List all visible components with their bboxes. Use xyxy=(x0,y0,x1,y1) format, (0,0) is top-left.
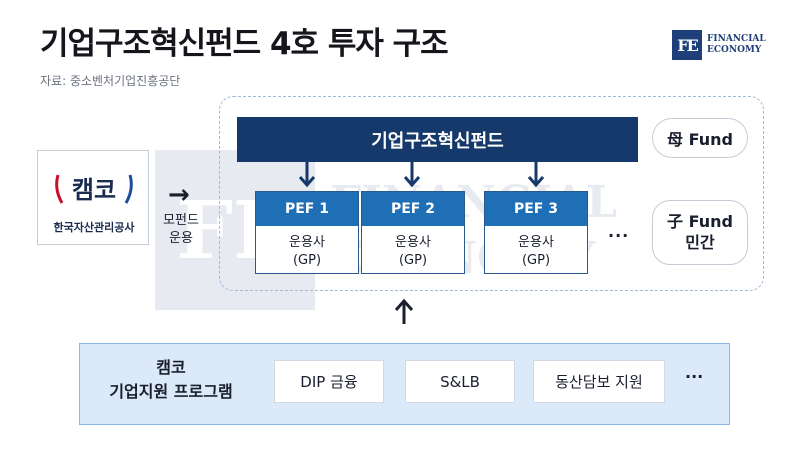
brand-text: FINANCIAL ECONOMY xyxy=(707,34,766,56)
program-item-collateral: 동산담보 지원 xyxy=(533,360,665,403)
down-arrow-icon xyxy=(527,162,545,188)
pef-card: PEF 1 운용사 (GP) xyxy=(255,191,359,274)
up-arrow-icon xyxy=(394,298,414,324)
main-fund-bar: 기업구조혁신펀드 xyxy=(237,117,638,162)
page-title: 기업구조혁신펀드 4호 투자 구조 xyxy=(40,26,449,62)
pef-card: PEF 2 운용사 (GP) xyxy=(361,191,465,274)
down-arrow-icon xyxy=(403,162,421,188)
brand-line1: FINANCIAL xyxy=(707,34,766,44)
brand-mark: FE xyxy=(672,30,702,60)
brand-logo: FE FINANCIAL ECONOMY xyxy=(672,30,766,60)
mother-fund-badge: 母 Fund xyxy=(652,118,748,158)
kamco-card: 캠코 한국자산관리공사 xyxy=(37,150,149,245)
pef-card: PEF 3 운용사 (GP) xyxy=(484,191,588,274)
kamco-logo-text: 캠코 xyxy=(72,176,116,204)
kamco-name: 한국자산관리공사 xyxy=(53,221,135,234)
pef-manager: 운용사 (GP) xyxy=(518,235,554,268)
program-title: 캠코 기업지원 프로그램 xyxy=(109,358,233,401)
down-arrow-icon xyxy=(298,162,316,188)
kamco-program-panel: 캠코 기업지원 프로그램 DIP 금융 S&LB 동산담보 지원 ··· xyxy=(79,343,730,425)
program-more-ellipsis: ··· xyxy=(685,367,704,386)
program-item-dip: DIP 금융 xyxy=(274,360,384,403)
pef-more-ellipsis: ··· xyxy=(608,226,630,245)
fund-structure-frame xyxy=(219,96,764,291)
program-item-slb: S&LB xyxy=(405,360,515,403)
pef-name: PEF 3 xyxy=(485,192,587,226)
arrow-right-icon: → xyxy=(168,180,190,210)
kamco-logo: 캠코 xyxy=(55,174,133,204)
brand-line2: ECONOMY xyxy=(707,45,762,55)
pef-manager: 운용사 (GP) xyxy=(395,235,431,268)
pef-manager: 운용사 (GP) xyxy=(289,235,325,268)
child-fund-badge: 子 Fund 민간 xyxy=(652,200,748,265)
pef-name: PEF 2 xyxy=(362,192,464,226)
pef-name: PEF 1 xyxy=(256,192,358,226)
source-caption: 자료: 중소벤처기업진흥공단 xyxy=(40,74,181,88)
arrow-label: 모펀드 운용 xyxy=(163,213,199,246)
